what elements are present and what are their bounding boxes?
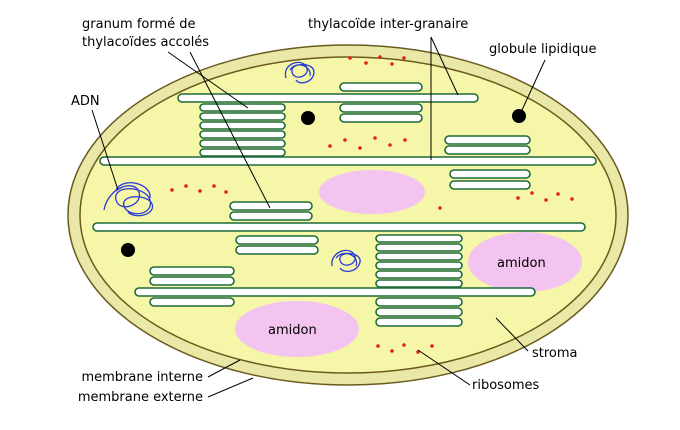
ribosome <box>343 138 347 142</box>
ribosome <box>358 146 362 150</box>
label-amidon-left: amidon <box>268 323 317 338</box>
dna-coil <box>284 61 315 84</box>
granum-e-disc <box>375 243 463 252</box>
ribosome <box>402 343 406 347</box>
granum-e-disc <box>375 317 463 327</box>
ribosome <box>403 138 407 142</box>
lamella-3 <box>92 222 586 232</box>
ribosome <box>364 61 368 65</box>
amidon-top <box>319 170 425 214</box>
leader-stroma <box>495 317 529 352</box>
granum-f-disc <box>149 276 235 286</box>
amidon-right <box>468 232 582 292</box>
label-membrane-externe: membrane externe <box>78 390 203 405</box>
lipid-globule <box>121 243 135 257</box>
granum-d-disc <box>229 211 313 221</box>
leader-adn <box>91 109 119 191</box>
granum-e-disc <box>375 279 463 288</box>
label-granum-line-1: granum formé de <box>82 17 196 32</box>
granum-a-disc <box>199 130 286 139</box>
lamella-4 <box>134 287 536 297</box>
granum-a-disc <box>199 139 286 148</box>
ribosome <box>516 196 520 200</box>
ribosome <box>198 189 202 193</box>
label-lipid: globule lipidique <box>489 42 597 57</box>
granum-e-disc <box>375 270 463 279</box>
lipid-globule <box>301 111 315 125</box>
leader-granum-1 <box>167 51 249 109</box>
ribosome <box>348 56 352 60</box>
ribosome <box>390 62 394 66</box>
granum-c-disc <box>444 135 531 145</box>
granum-a-disc <box>199 121 286 130</box>
granum-e-disc <box>375 252 463 261</box>
ribosome <box>184 184 188 188</box>
ribosome-dots <box>170 55 574 354</box>
label-granum-line-2: thylacoïdes accolés <box>82 35 209 50</box>
granum-d-disc <box>235 245 319 255</box>
leader-membrane-interne <box>207 359 241 378</box>
granum-a-disc <box>199 103 286 112</box>
grana <box>149 82 531 327</box>
ribosome <box>390 349 394 353</box>
ribosome <box>530 191 534 195</box>
ribosome <box>378 55 382 59</box>
lipid-globule <box>512 109 526 123</box>
granum-c-disc <box>449 169 531 179</box>
leader-ribosomes <box>417 349 471 386</box>
granum-e-disc <box>375 234 463 243</box>
ribosome <box>373 136 377 140</box>
label-membrane-interne: membrane interne <box>81 370 203 385</box>
ribosome <box>438 206 442 210</box>
label-adn: ADN <box>71 94 100 109</box>
granum-a-disc <box>199 112 286 121</box>
ribosome <box>224 190 228 194</box>
granum-d-disc <box>229 201 313 211</box>
ribosome <box>170 188 174 192</box>
granum-b-disc <box>339 103 423 113</box>
label-stroma: stroma <box>532 346 578 361</box>
granum-e-disc <box>375 307 463 317</box>
lamella-2 <box>99 156 597 166</box>
lamella-1 <box>177 93 479 103</box>
thylakoid-lamellae <box>92 93 597 297</box>
label-amidon-right: amidon <box>497 256 546 271</box>
ribosome <box>376 344 380 348</box>
ribosome <box>388 143 392 147</box>
label-thylakoid-inter: thylacoïde inter-granaire <box>308 17 468 32</box>
dna-coil <box>331 249 361 273</box>
amidon-left <box>235 301 359 357</box>
granum-e-disc <box>375 297 463 307</box>
granum-b-disc <box>339 82 423 92</box>
granum-c-disc <box>449 180 531 190</box>
ribosome <box>570 197 574 201</box>
ribosome <box>430 344 434 348</box>
granum-a-disc <box>199 148 286 157</box>
leader-granum-2 <box>189 51 271 209</box>
leader-lines <box>91 36 546 398</box>
granum-f-disc <box>149 297 235 307</box>
granum-f-disc <box>149 266 235 276</box>
granum-e-disc <box>375 261 463 270</box>
dna-coil <box>103 182 154 217</box>
leader-membrane-externe <box>207 377 254 398</box>
granum-d-disc <box>235 235 319 245</box>
leader-thylakoid-2 <box>430 36 459 96</box>
ribosome <box>556 192 560 196</box>
ribosome <box>402 56 406 60</box>
ribosome <box>212 184 216 188</box>
ribosome <box>328 144 332 148</box>
label-ribosomes: ribosomes <box>472 378 540 393</box>
granum-b-disc <box>339 113 423 123</box>
granum-c-disc <box>444 145 531 155</box>
ribosome <box>544 198 548 202</box>
leader-lipid <box>521 59 546 111</box>
